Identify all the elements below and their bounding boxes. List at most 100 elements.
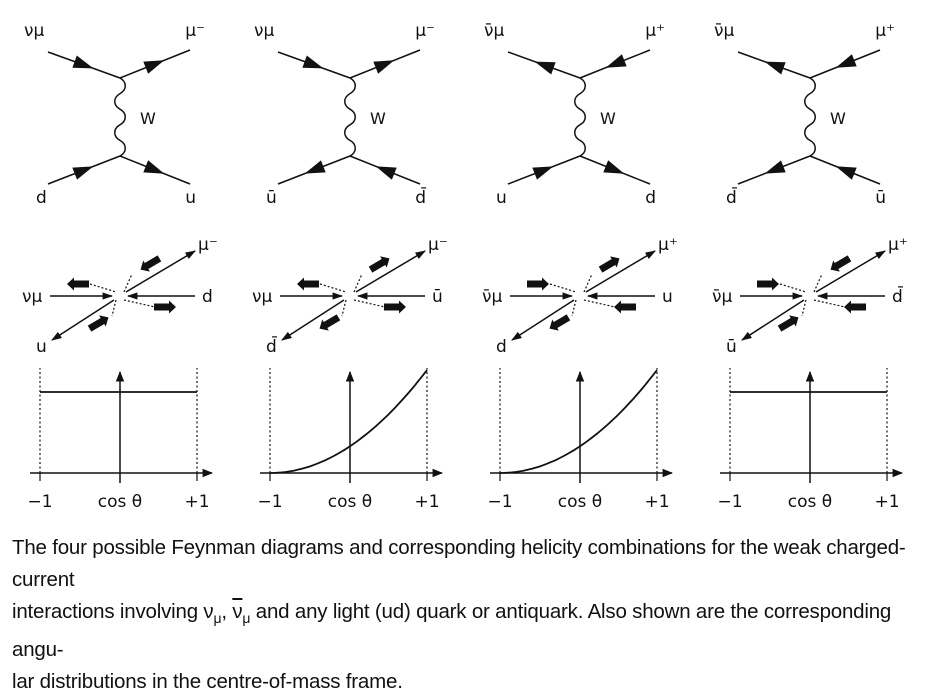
tick-label-cos-theta: cos θ [98, 492, 142, 512]
spin-guide-top [353, 273, 363, 293]
label-w-boson: W [600, 109, 616, 128]
outgoing-lepton-line [355, 250, 426, 293]
outgoing-quark-line [281, 299, 345, 341]
tick-label-plus-one: +1 [184, 492, 209, 512]
tick-label-plus-one: +1 [414, 492, 439, 512]
label-w-boson: W [140, 109, 156, 128]
fermion-line-bottom-left-arrow [764, 160, 786, 174]
fermion-line-top-left-arrow [534, 61, 556, 75]
spin-guide-top [583, 273, 593, 293]
caption-nu: ν [203, 600, 214, 623]
label-helicity-bottom: d [496, 337, 507, 357]
fermion-line-top-left-arrow [302, 55, 324, 69]
label-incoming-quark: ū [266, 188, 277, 208]
fermion-line-top-right-arrow [143, 60, 165, 74]
fermion-line-bottom-right-arrow [375, 166, 397, 180]
label-incoming-lepton: ν̄μ [484, 21, 504, 41]
w-boson-propagator [344, 77, 356, 157]
spin-guide-top [123, 273, 133, 293]
spin-guide-bottom [801, 299, 807, 317]
caption-mu: μ [213, 610, 222, 627]
label-outgoing-lepton: μ⁺ [875, 21, 895, 41]
label-incoming-lepton: ν̄μ [714, 21, 734, 41]
angular-distribution-3: −1 cos θ +1 [487, 368, 674, 512]
label-w-boson: W [830, 109, 846, 128]
outgoing-quark-line [511, 299, 575, 341]
spin-arrow-outgoing-quark [87, 315, 109, 332]
label-incoming-lepton: νμ [24, 21, 44, 41]
w-boson-propagator [804, 77, 816, 157]
distribution-curve [269, 369, 428, 474]
label-helicity-bottom: u [36, 337, 47, 357]
spin-arrow-outgoing-lepton [368, 256, 390, 273]
spin-guide-bottom [111, 299, 117, 317]
w-boson-propagator [574, 77, 586, 157]
fermion-line-bottom-left-arrow [532, 166, 554, 180]
label-helicity-right: ū [432, 287, 443, 307]
label-incoming-quark: d̄ [726, 186, 738, 208]
tick-label-cos-theta: cos θ [328, 492, 372, 512]
label-helicity-left: νμ [22, 287, 42, 307]
tick-label-cos-theta: cos θ [558, 492, 602, 512]
label-helicity-right: d̄ [892, 285, 904, 307]
label-helicity-bottom: ū [726, 337, 737, 357]
tick-label-minus-one: −1 [487, 492, 512, 512]
label-helicity-top: μ⁻ [428, 235, 448, 255]
label-helicity-top: μ⁺ [658, 235, 678, 255]
spin-guide-left [319, 283, 347, 293]
spin-arrow-outgoing-quark [319, 314, 341, 331]
spin-guide-bottom [571, 299, 577, 317]
outgoing-quark-line [741, 299, 805, 341]
fermion-line-bottom-left-arrow [304, 160, 326, 174]
label-incoming-lepton: νμ [254, 21, 274, 41]
tick-label-minus-one: −1 [27, 492, 52, 512]
fermion-line-top-left-arrow [72, 55, 94, 69]
label-helicity-right: d [202, 287, 213, 307]
spin-guide-bottom [341, 299, 347, 317]
caption-comma: , [221, 600, 233, 623]
spin-arrow-incoming-lepton [297, 277, 319, 291]
fermion-line-bottom-right-arrow [603, 160, 625, 174]
spin-arrow-incoming-lepton [527, 277, 549, 291]
tick-label-minus-one: −1 [717, 492, 742, 512]
fermion-line-bottom-right-arrow [143, 160, 165, 174]
outgoing-lepton-line [585, 250, 656, 293]
tick-label-plus-one: +1 [644, 492, 669, 512]
tick-label-cos-theta: cos θ [788, 492, 832, 512]
distribution-curve [499, 369, 658, 474]
caption-line-1: The four possible Feynman diagrams and c… [12, 536, 906, 591]
spin-arrow-outgoing-lepton [598, 256, 620, 273]
spin-arrow-incoming-quark [614, 300, 636, 314]
label-helicity-top: μ⁻ [198, 235, 218, 255]
spin-guide-left [549, 283, 577, 293]
helicity-diagram-1: νμ d μ⁻ u [22, 235, 218, 357]
fermion-line-bottom-left-arrow [72, 166, 94, 180]
spin-arrow-incoming-quark [844, 300, 866, 314]
label-outgoing-quark: d [645, 188, 656, 208]
caption-nubar: ν [232, 600, 243, 623]
label-helicity-left: ν̄μ [482, 287, 502, 307]
angular-distribution-1: −1 cos θ +1 [27, 368, 214, 512]
label-incoming-quark: d [36, 188, 47, 208]
fermion-line-top-left-arrow [764, 61, 786, 75]
label-w-boson: W [370, 109, 386, 128]
label-helicity-top: μ⁺ [888, 235, 908, 255]
fermion-line-top-right-arrow [373, 60, 395, 74]
spin-arrow-outgoing-quark [549, 314, 571, 331]
spin-guide-right [353, 299, 386, 308]
figure-caption: The four possible Feynman diagrams and c… [12, 532, 918, 698]
fermion-line-top-right-arrow [605, 54, 627, 68]
label-helicity-bottom: d̄ [266, 335, 278, 357]
